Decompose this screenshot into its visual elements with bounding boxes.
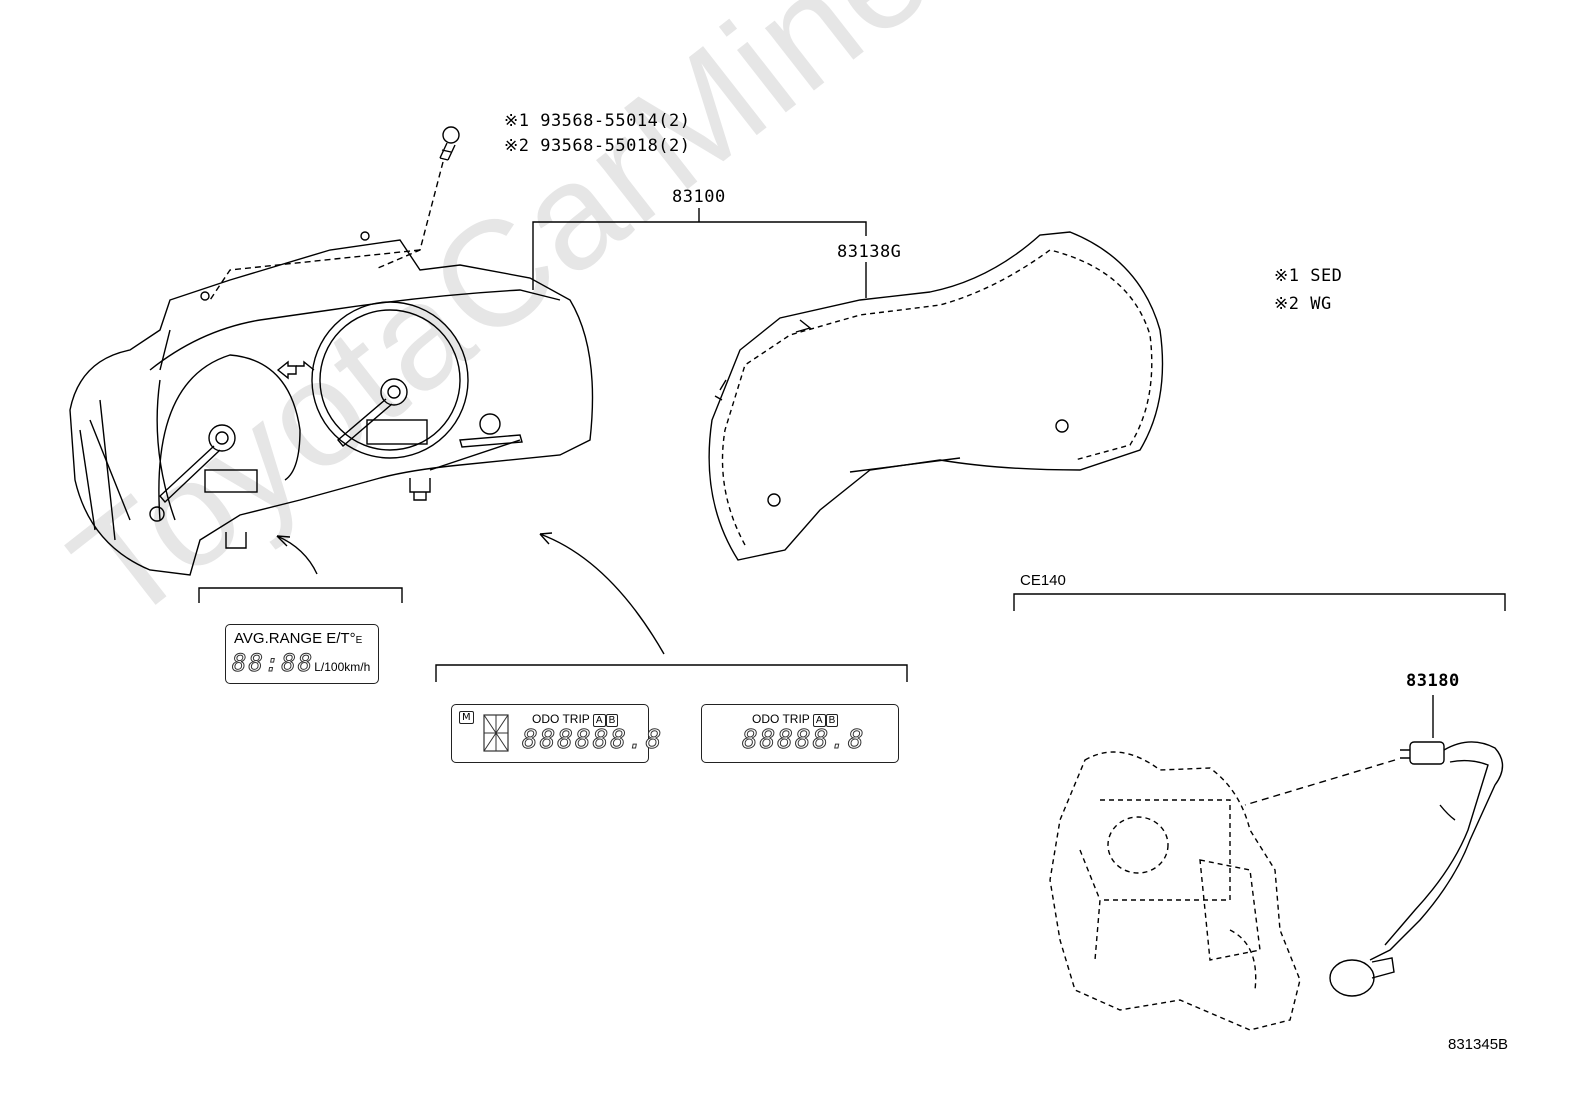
legend-wg: ※2 WG [1274,294,1332,314]
meter-glass-drawing [708,231,1164,561]
avg-range-display: AVG.RANGE E/T°E 88:88L/100km/h [225,624,379,684]
callout-83100: 83100 [672,187,726,207]
callout-ce140: CE140 [1020,572,1066,589]
callout-screw-1: ※1 93568-55014(2) [504,111,691,131]
odo-trip-label: ODO TRIP [752,712,810,726]
speed-sensor-drawing [1244,695,1504,997]
trip-b-badge-2: B [825,714,839,727]
odo-trip-digits: 88888.8 [742,725,866,756]
trip-b-badge: B [605,714,619,727]
combination-meter-drawing [69,231,594,576]
avg-range-label: AVG.RANGE E/T° [234,630,356,647]
odo-trip-m-label: ODO TRIP [532,712,590,726]
figure-id: 831345B [1448,1036,1509,1053]
avg-range-digits: 88:88 [231,649,315,678]
transaxle-drawing [1049,751,1301,1031]
callout-83180: 83180 [1406,671,1460,691]
segment-glyph-icon [483,714,509,752]
callout-83138g: 83138G [837,242,902,262]
avg-range-label-suffix: E [355,635,363,646]
trip-a-badge-2: A [812,714,826,727]
odo-trip-m-digits: 888888.8 [521,725,664,756]
trip-a-badge: A [592,714,606,727]
screw-icon [439,126,460,161]
avg-range-unit: L/100km/h [314,660,371,674]
callout-screw-2: ※2 93568-55018(2) [504,136,691,156]
legend-sed: ※1 SED [1274,266,1343,286]
m-badge: M [459,711,474,724]
